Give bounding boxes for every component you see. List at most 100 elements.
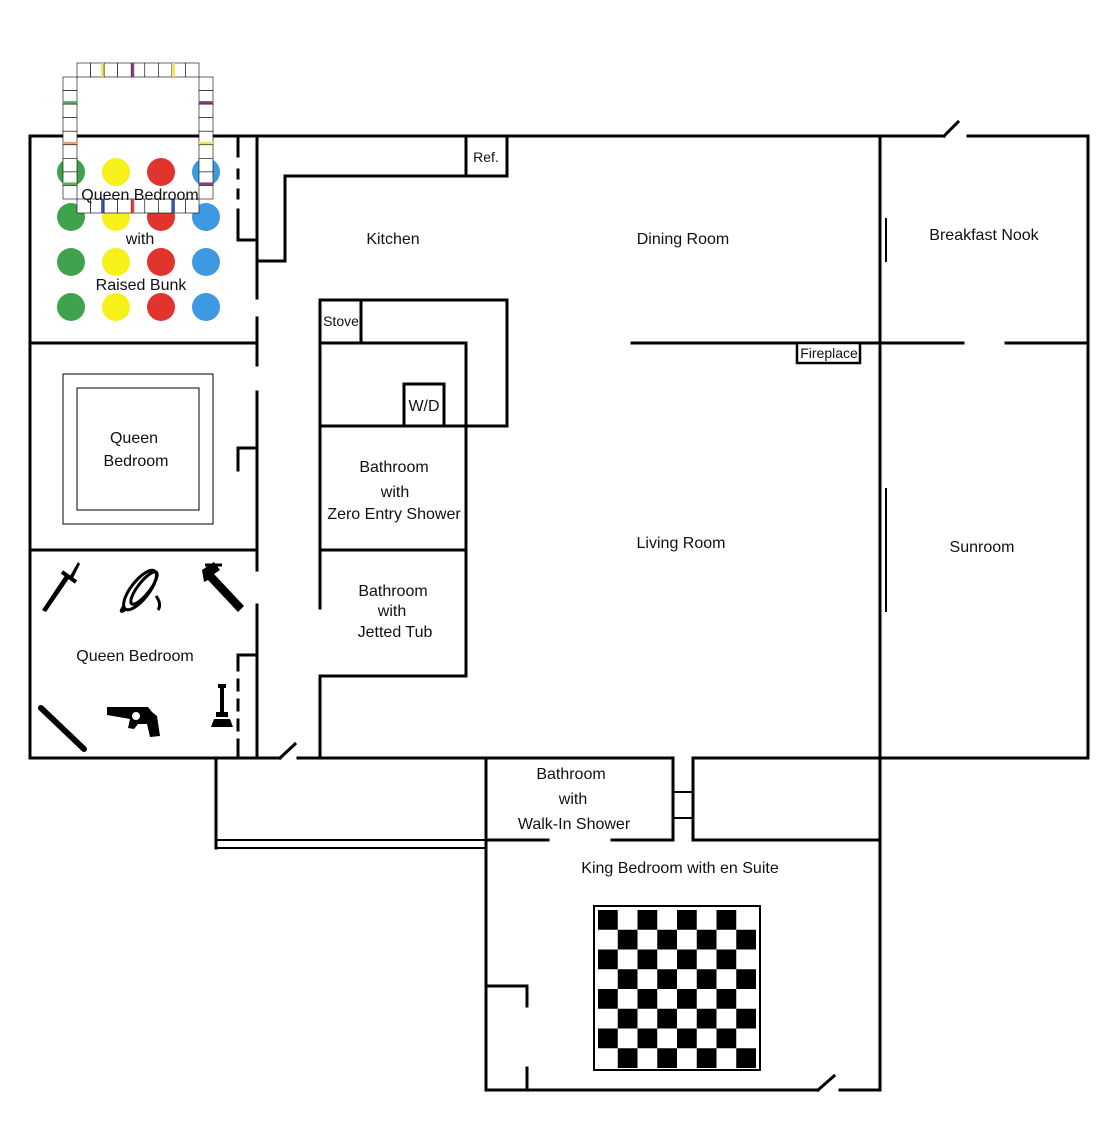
checker-square xyxy=(637,989,658,1009)
checker-square xyxy=(677,949,697,970)
checker-square xyxy=(736,1008,756,1029)
checker-square xyxy=(677,910,697,930)
checker-square xyxy=(637,949,658,970)
checker-square xyxy=(598,910,618,930)
checker-square xyxy=(677,989,697,1009)
lead-pipe-icon xyxy=(38,705,87,752)
board-space xyxy=(62,158,78,173)
board-space xyxy=(198,144,214,159)
checker-square xyxy=(716,910,737,930)
checker-square xyxy=(657,929,677,950)
room-labels: Queen Bedroom with Raised Bunk Queen Bed… xyxy=(76,149,1039,877)
revolver-icon xyxy=(107,707,160,737)
monopoly-board-icon xyxy=(62,62,214,525)
checker-square xyxy=(677,1028,697,1049)
checker-square xyxy=(657,1048,677,1068)
board-space xyxy=(62,185,78,200)
rope-icon xyxy=(119,568,162,613)
label-bath-zero-entry-2: with xyxy=(380,484,409,501)
checker-square xyxy=(598,1028,618,1049)
label-dining-room: Dining Room xyxy=(637,231,729,248)
checker-square xyxy=(598,949,618,970)
board-color-stripe xyxy=(171,199,175,213)
board-color-stripe xyxy=(101,199,105,213)
label-sunroom: Sunroom xyxy=(950,539,1015,556)
walls xyxy=(28,119,1090,1093)
checker-square xyxy=(736,969,756,989)
dagger-icon xyxy=(42,562,80,612)
checker-square xyxy=(617,1008,638,1029)
board-space xyxy=(117,62,132,78)
checker-square xyxy=(598,989,618,1009)
checker-square xyxy=(696,1008,717,1029)
board-space xyxy=(198,76,214,91)
checker-square xyxy=(696,1048,717,1068)
label-queen-bedroom-board-1: Queen xyxy=(110,430,158,447)
board-space xyxy=(198,117,214,132)
label-bath-walk-in-3: Walk-In Shower xyxy=(518,816,631,833)
board-color-stripe xyxy=(199,182,213,186)
label-bath-jetted-tub-3: Jetted Tub xyxy=(358,624,433,641)
label-bath-jetted-tub-1: Bathroom xyxy=(358,583,427,600)
label-queen-bedroom-board-2: Bedroom xyxy=(104,453,169,470)
board-space xyxy=(198,158,214,173)
checker-square xyxy=(716,1028,737,1049)
board-space xyxy=(62,144,78,159)
board-space xyxy=(198,103,214,118)
checker-square xyxy=(716,949,737,970)
checker-square xyxy=(617,969,638,989)
label-washer-dryer: W/D xyxy=(408,398,439,415)
board-space xyxy=(103,62,118,78)
board-color-stripe xyxy=(101,63,105,77)
checker-square xyxy=(617,1048,638,1068)
label-bath-zero-entry-3: Zero Entry Shower xyxy=(327,506,461,523)
board-space xyxy=(185,198,200,214)
checker-square xyxy=(736,1048,756,1068)
label-queen-bedroom-clue: Queen Bedroom xyxy=(76,648,193,665)
label-king-bedroom: King Bedroom with en Suite xyxy=(581,860,779,877)
checker-square xyxy=(736,929,756,950)
label-bath-walk-in-2: with xyxy=(558,791,587,808)
board-space xyxy=(185,62,200,78)
checker-square xyxy=(637,1028,658,1049)
label-fireplace: Fireplace xyxy=(800,345,858,361)
board-color-stripe xyxy=(199,101,213,105)
label-bath-walk-in-1: Bathroom xyxy=(536,766,605,783)
checker-square xyxy=(696,969,717,989)
label-stove: Stove xyxy=(323,313,359,329)
board-space xyxy=(62,117,78,132)
board-color-stripe xyxy=(131,63,135,77)
label-breakfast-nook: Breakfast Nook xyxy=(929,227,1039,244)
fireplace-box xyxy=(795,341,862,365)
board-color-stripe xyxy=(171,63,175,77)
checker-square xyxy=(696,929,717,950)
board-color-stripe xyxy=(199,141,213,145)
board-color-stripe xyxy=(131,199,135,213)
board-space xyxy=(198,185,214,200)
label-living-room: Living Room xyxy=(637,535,726,552)
label-queen-bedroom-bunk-3: Raised Bunk xyxy=(96,277,188,294)
label-queen-bedroom-bunk-1: Queen Bedroom xyxy=(81,187,198,204)
label-kitchen: Kitchen xyxy=(366,231,419,248)
label-bath-jetted-tub-2: with xyxy=(377,603,406,620)
checker-square xyxy=(657,969,677,989)
board-space xyxy=(76,62,91,78)
checker-square xyxy=(617,929,638,950)
checker-square xyxy=(637,910,658,930)
board-space xyxy=(62,103,78,118)
board-space xyxy=(62,76,78,91)
board-color-stripe xyxy=(63,141,77,145)
board-space xyxy=(144,62,159,78)
label-refrigerator: Ref. xyxy=(473,149,499,165)
board-color-stripe xyxy=(63,182,77,186)
checker-square xyxy=(657,1008,677,1029)
checkerboard-icon xyxy=(593,905,761,1071)
board-space xyxy=(158,62,173,78)
label-bath-zero-entry-1: Bathroom xyxy=(359,459,428,476)
checker-square xyxy=(716,989,737,1009)
wrench-icon xyxy=(202,562,244,612)
board-color-stripe xyxy=(63,101,77,105)
label-queen-bedroom-bunk-2: with xyxy=(125,231,154,248)
candlestick-icon xyxy=(211,684,233,727)
